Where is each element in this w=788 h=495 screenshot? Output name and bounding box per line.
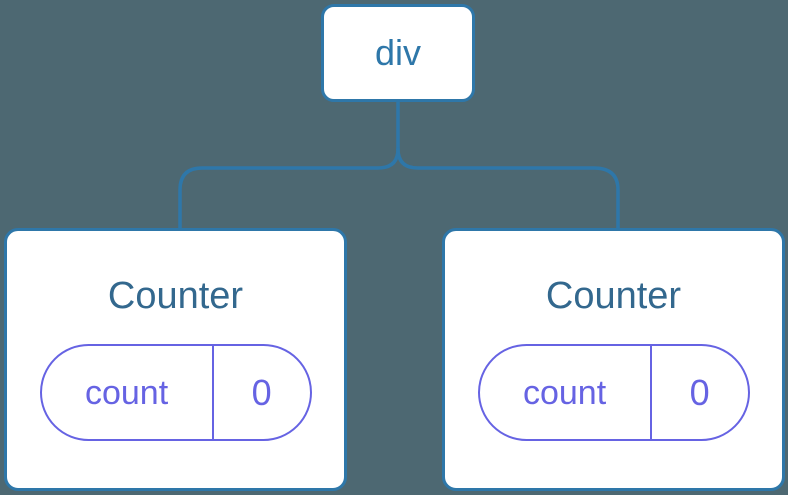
state-value: 0 (251, 371, 272, 413)
counter-node-left: Counter count 0 (4, 228, 347, 491)
state-key-label: count (480, 346, 652, 439)
connector-paths (178, 100, 620, 232)
root-node-div: div (321, 4, 475, 102)
tree-connector-lines (178, 100, 620, 232)
counter-node-right: Counter count 0 (442, 228, 785, 491)
connector-branch-left (178, 147, 400, 232)
connector-branch-right (396, 147, 620, 232)
root-node-label: div (374, 32, 422, 73)
state-pill: count 0 (39, 344, 312, 441)
state-pill: count 0 (477, 344, 750, 441)
state-value: 0 (689, 371, 710, 413)
state-key-label: count (42, 346, 214, 439)
component-title: Counter (107, 275, 244, 317)
component-title: Counter (545, 275, 682, 317)
